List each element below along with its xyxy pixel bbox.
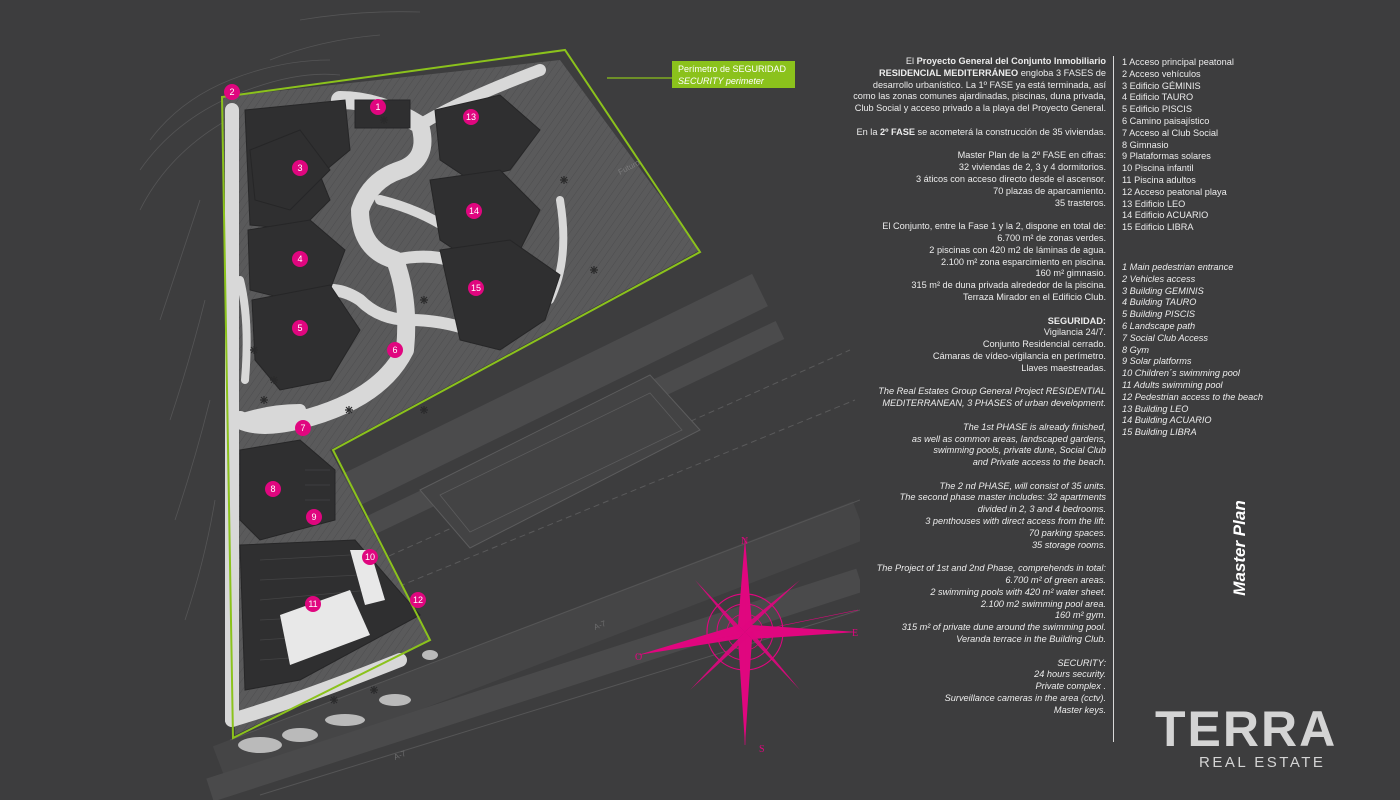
desc-en-security: SECURITY: 24 hours security. Private com… [944, 657, 1106, 715]
legend-es-item: 13 Edificio LEO [1122, 198, 1186, 209]
compass-n: N [741, 536, 748, 547]
security-perimeter [220, 48, 702, 740]
contour-lines [139, 11, 421, 621]
svg-text:14: 14 [469, 206, 479, 216]
legend-en-item: 8 Gym [1122, 344, 1150, 355]
marker-3[interactable]: 3 [292, 160, 308, 176]
svg-text:5: 5 [297, 323, 302, 333]
marker-10[interactable]: 10 [362, 549, 378, 565]
brand-logo: TERRA REAL ESTATE [1155, 702, 1380, 771]
marker-group: 1 2 3 4 5 6 7 8 9 10 11 12 13 14 15 [224, 84, 484, 612]
column-divider [1113, 56, 1114, 742]
svg-text:13: 13 [466, 112, 476, 122]
legend-en-item: 6 Landscape path [1122, 320, 1196, 331]
legend-en-item: 5 Building PISCIS [1122, 309, 1196, 320]
desc-es-totals: El Conjunto, entre la Fase 1 y la 2, dis… [882, 221, 1106, 302]
legend-es-item: 7 Acceso al Club Social [1122, 127, 1219, 138]
svg-text:8: 8 [270, 484, 275, 494]
brand-name: TERRA [1155, 701, 1338, 757]
marker-12[interactable]: 12 [410, 592, 426, 608]
marker-2[interactable]: 2 [224, 84, 240, 100]
desc-es-phase2: En la 2º FASE se acometerá la construcci… [856, 126, 1106, 137]
marker-9[interactable]: 9 [306, 509, 322, 525]
marker-7[interactable]: 7 [295, 420, 311, 436]
legend-en-item: 1 Main pedestrian entrance [1122, 262, 1234, 272]
desc-es-security: SEGURIDAD: Vigilancia 24/7. Conjunto Res… [932, 315, 1106, 373]
svg-text:15: 15 [471, 283, 481, 293]
beach-dunes [238, 650, 438, 753]
compass-s: S [759, 744, 765, 755]
marker-6[interactable]: 6 [387, 342, 403, 358]
desc-en-totals: The Project of 1st and 2nd Phase, compre… [876, 563, 1106, 645]
legend-es-item: 15 Edificio LIBRA [1122, 222, 1194, 233]
legend-en-item: 14 Building ACUARIO [1122, 415, 1212, 426]
pools [280, 550, 385, 665]
svg-text:3: 3 [297, 163, 302, 173]
legend-es-item: 1 Acceso principal peatonal [1122, 57, 1234, 67]
compass-rose: N E S O [635, 536, 858, 755]
legend-en-item: 10 Children´s swimming pool [1122, 368, 1240, 379]
svg-text:12: 12 [413, 595, 423, 605]
legend-en-item: 7 Social Club Access [1122, 332, 1208, 343]
legend-es-item: 3 Edificio GÉMINIS [1122, 80, 1201, 91]
legend-es-item: 14 Edificio ACUARIO [1122, 210, 1209, 221]
legend-en-item: 13 Building LEO [1122, 403, 1189, 414]
compass-o: O [635, 652, 642, 663]
compass-e: E [852, 628, 858, 639]
master-plan-title-text: Master Plan [1230, 500, 1249, 596]
svg-text:11: 11 [308, 599, 317, 609]
legend-en-item: 11 Adults swimming pool [1122, 379, 1223, 390]
legend-en-item: 4 Building TAURO [1122, 297, 1197, 308]
legend-es-item: 2 Acceso vehículos [1122, 68, 1201, 79]
legend-en-item: 15 Building LIBRA [1122, 427, 1197, 438]
legend-es-item: 11 Piscina adultos [1122, 174, 1196, 185]
security-label-en: SECURITY perimeter [678, 76, 764, 86]
marker-14[interactable]: 14 [466, 203, 482, 219]
legend-es: 1 Acceso principal peatonal 2 Acceso veh… [1122, 57, 1282, 234]
security-perimeter-callout: Perímetro de SEGURIDAD SECURITY perimete… [672, 61, 795, 88]
desc-es-masterplan: Master Plan de la 2º FASE en cifras: 32 … [916, 150, 1106, 208]
svg-text:6: 6 [392, 345, 397, 355]
buildings [239, 94, 561, 691]
legend-es-item: 10 Piscina infantil [1122, 163, 1194, 174]
legend-es-item: 4 Edificio TAURO [1122, 92, 1194, 103]
desc-en-phase2: The 2 nd PHASE, will consist of 35 units… [899, 480, 1106, 550]
legend-es-item: 12 Acceso peatonal playa [1122, 186, 1227, 197]
legend-es-item: 5 Edificio PISCIS [1122, 104, 1192, 115]
marker-4[interactable]: 4 [292, 251, 308, 267]
legend-es-item: 6 Camino paisajístico [1122, 115, 1210, 126]
legend-es-item: 8 Gimnasio [1122, 139, 1169, 150]
legend-en-item: 9 Solar platforms [1122, 356, 1192, 367]
marker-8[interactable]: 8 [265, 481, 281, 497]
legend-es-item: 9 Plataformas solares [1122, 151, 1211, 162]
marker-1[interactable]: 1 [370, 99, 386, 115]
legend-en-item: 12 Pedestrian access to the beach [1122, 391, 1263, 402]
marker-11[interactable]: 11 [305, 596, 321, 612]
parking-lot [419, 374, 701, 549]
svg-text:2: 2 [229, 87, 234, 97]
desc-es-intro: El Proyecto General del Conjunto Inmobil… [853, 56, 1106, 114]
svg-text:9: 9 [311, 512, 316, 522]
marker-5[interactable]: 5 [292, 320, 308, 336]
legend-en: 1 Main pedestrian entrance 2 Vehicles ac… [1122, 262, 1282, 439]
svg-text:1: 1 [375, 102, 380, 112]
site-plan: A-7 A-7 Futuro 1 2 3 4 5 6 7 8 9 10 11 1… [139, 11, 860, 800]
legend-en-item: 2 Vehicles access [1122, 273, 1196, 284]
svg-text:10: 10 [365, 552, 375, 562]
svg-text:7: 7 [300, 423, 305, 433]
description-column: El Proyecto General del Conjunto Inmobil… [848, 56, 1106, 728]
security-label-es: Perímetro de SEGURIDAD [678, 64, 787, 74]
brand-tagline: REAL ESTATE [1199, 754, 1326, 771]
svg-text:4: 4 [297, 254, 302, 264]
desc-en-phase1: The 1st PHASE is already finished, as we… [911, 421, 1106, 468]
trees [250, 116, 598, 704]
legend-en-item: 3 Building GEMINIS [1122, 285, 1204, 296]
desc-en-intro: The Real Estates Group General Project R… [878, 386, 1106, 409]
marker-13[interactable]: 13 [463, 109, 479, 125]
marker-15[interactable]: 15 [468, 280, 484, 296]
